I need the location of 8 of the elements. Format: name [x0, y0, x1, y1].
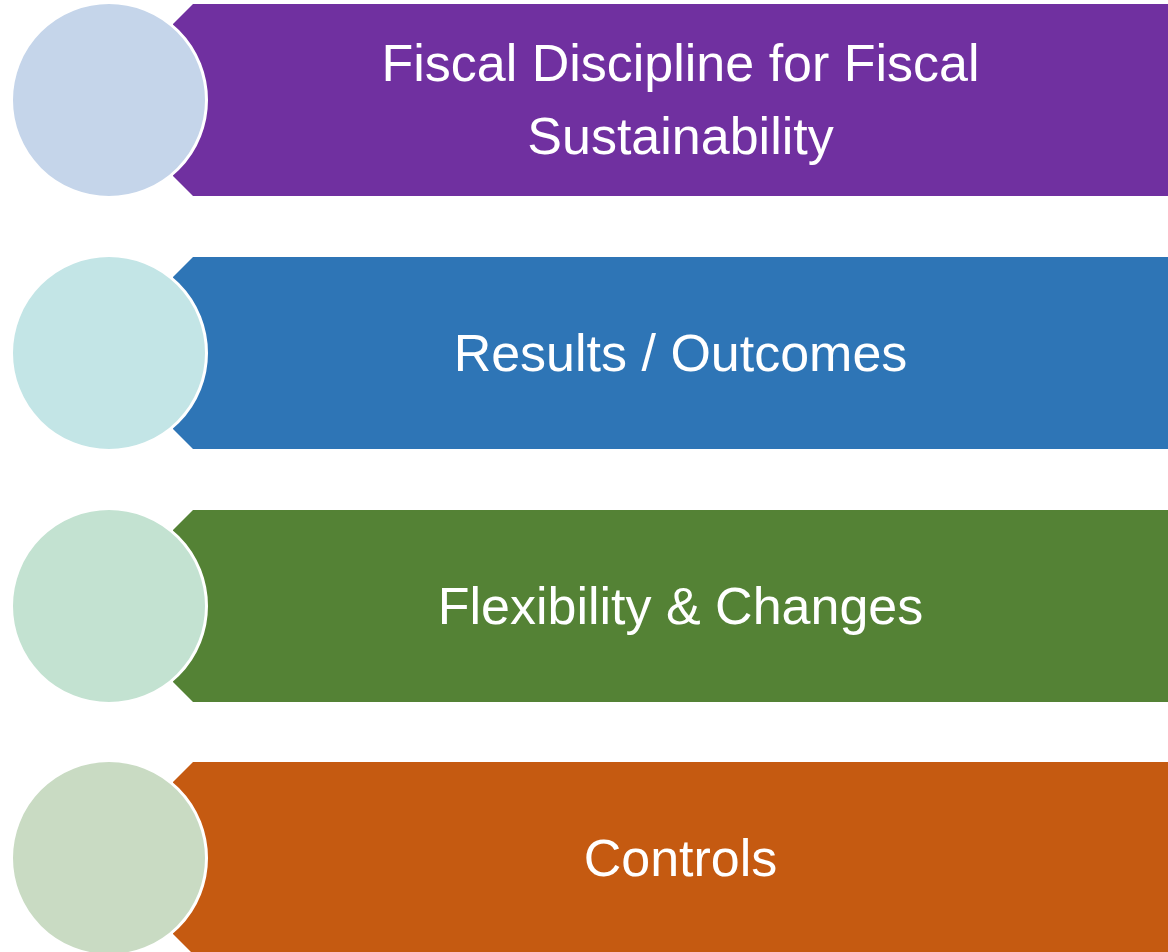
- banner-title: Controls: [582, 827, 779, 889]
- banner: [173, 762, 1168, 952]
- banner: [173, 4, 1168, 196]
- banner-title: Flexibility & Changes: [436, 575, 925, 637]
- banner-title: Results / Outcomes: [452, 322, 909, 384]
- banner: [173, 257, 1168, 449]
- banner: [173, 510, 1168, 702]
- banner-title: Fiscal Discipline for Fiscal Sustainability: [380, 33, 981, 167]
